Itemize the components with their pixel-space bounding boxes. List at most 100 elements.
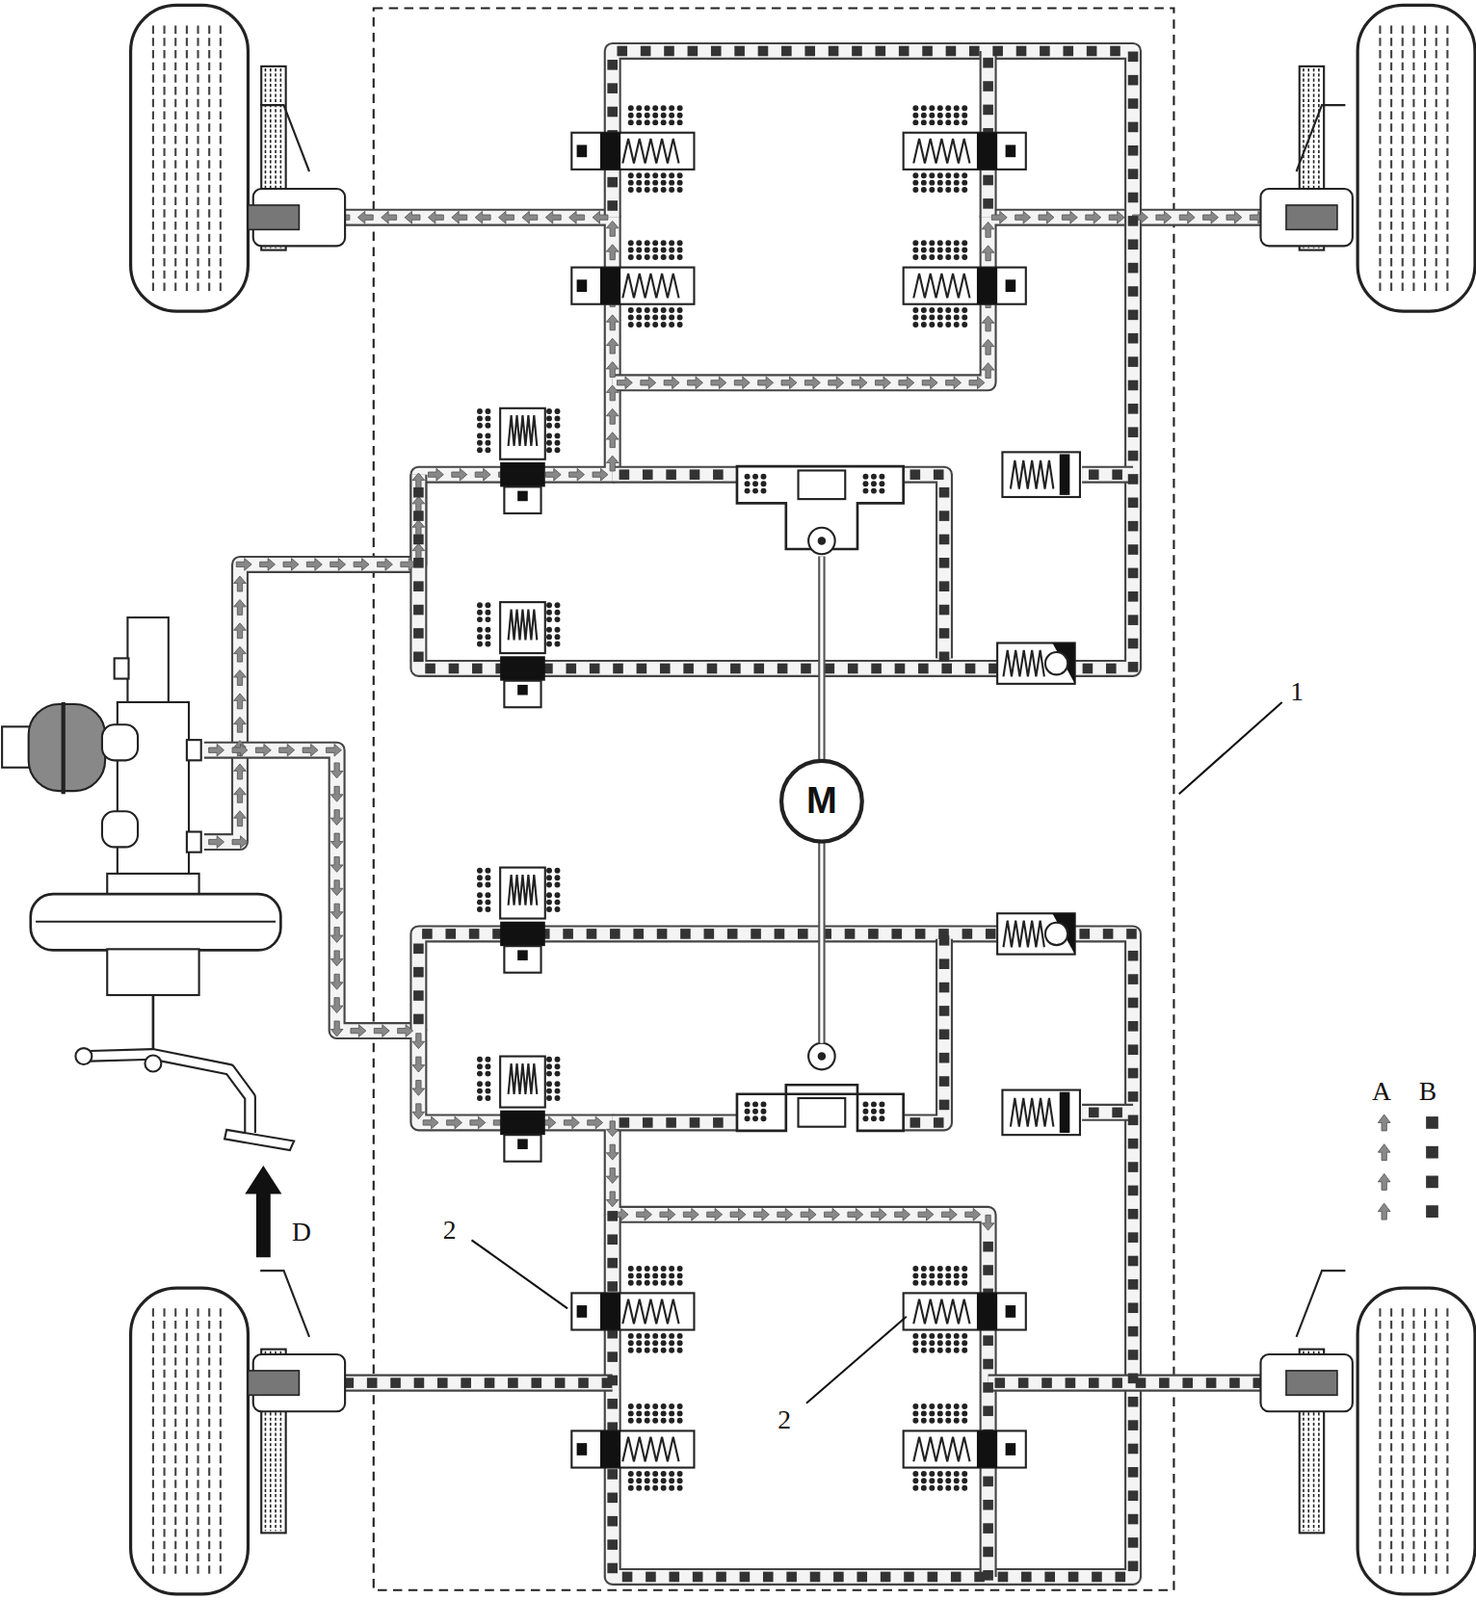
coil-dot bbox=[677, 1333, 684, 1340]
low-pressure-mark bbox=[982, 1241, 994, 1253]
pressure-flow-arrow bbox=[326, 743, 343, 757]
coil-dot bbox=[912, 186, 919, 193]
coil-dot bbox=[862, 488, 869, 495]
pipe-outline bbox=[418, 933, 1134, 1577]
coil-dot bbox=[652, 1403, 659, 1410]
coil-dot bbox=[961, 1272, 968, 1279]
coil-dot bbox=[554, 609, 561, 616]
low-pressure-mark bbox=[786, 1572, 797, 1583]
callout-number: 2 bbox=[775, 1406, 793, 1436]
pressure-flow-arrow bbox=[1108, 210, 1125, 224]
pressure-flow-arrow bbox=[330, 998, 343, 1014]
coil-dot bbox=[554, 432, 561, 439]
coil-dot bbox=[668, 172, 675, 179]
coil-dot bbox=[546, 906, 553, 913]
low-pressure-mark bbox=[619, 1117, 631, 1129]
pressure-flow-arrow bbox=[234, 576, 247, 592]
pressure-flow-arrow bbox=[330, 558, 346, 572]
valve-plunger bbox=[500, 922, 546, 947]
low-pressure-mark bbox=[1111, 469, 1123, 480]
coil-dot bbox=[644, 1471, 651, 1477]
low-pressure-mark bbox=[586, 928, 598, 940]
low-pressure-mark bbox=[950, 1572, 962, 1583]
pressure-flow-arrow bbox=[330, 763, 343, 779]
pressure-flow-arrow bbox=[234, 764, 247, 780]
solenoid-valve bbox=[571, 267, 694, 305]
tyre bbox=[131, 1288, 249, 1595]
coil-dot bbox=[635, 112, 642, 119]
coil-dot bbox=[945, 119, 951, 126]
coil-dot bbox=[546, 609, 553, 616]
coil-dot bbox=[484, 1063, 491, 1070]
low-pressure-mark bbox=[891, 928, 902, 940]
low-pressure-mark bbox=[1068, 1572, 1080, 1583]
low-pressure-mark bbox=[910, 469, 922, 480]
coil-dot bbox=[961, 321, 968, 328]
coil-dot bbox=[476, 432, 483, 439]
force-label: D bbox=[289, 1218, 314, 1248]
coil-dot bbox=[677, 180, 684, 186]
coil-dot bbox=[878, 1115, 885, 1122]
coil-dot bbox=[628, 1403, 634, 1410]
coil-dot bbox=[912, 1333, 919, 1340]
low-pressure-mark bbox=[1128, 450, 1139, 462]
coil-dot bbox=[961, 1471, 968, 1477]
coil-dot bbox=[862, 1108, 869, 1115]
low-pressure-mark bbox=[939, 534, 950, 546]
pressure-flow-arrow bbox=[659, 1208, 676, 1221]
pipe-outline bbox=[337, 1374, 613, 1393]
low-pressure-mark bbox=[933, 1117, 945, 1129]
coil-dot bbox=[921, 1340, 927, 1346]
coil-dot bbox=[554, 1095, 561, 1102]
low-pressure-mark bbox=[1128, 75, 1139, 86]
pump-eccentric bbox=[808, 527, 836, 555]
low-pressure-mark bbox=[1088, 469, 1100, 480]
low-pressure-mark bbox=[982, 105, 994, 116]
pressure-flow-arrow bbox=[606, 1121, 619, 1137]
coil-dot bbox=[484, 415, 491, 422]
coil-dot bbox=[644, 172, 651, 179]
coil-dot bbox=[476, 882, 483, 889]
pressure-flow-arrow bbox=[357, 210, 373, 224]
pipe-outline bbox=[612, 466, 740, 484]
valve-spring bbox=[1010, 460, 1054, 490]
coil-dot bbox=[660, 321, 667, 328]
valve-spring bbox=[622, 1437, 679, 1462]
coil-dot bbox=[862, 1101, 869, 1107]
low-pressure-mark bbox=[680, 928, 691, 940]
coil-dot bbox=[476, 1056, 483, 1063]
pressure-flow-arrow bbox=[606, 315, 619, 331]
pressure-flow-arrow bbox=[800, 1208, 817, 1221]
coil-dot bbox=[644, 239, 651, 246]
pressure-flow-arrow bbox=[234, 716, 247, 733]
coil-dot bbox=[668, 1333, 675, 1340]
legend-sample-arrow bbox=[1377, 1203, 1391, 1220]
low-pressure-mark bbox=[774, 928, 786, 940]
coil-dot bbox=[928, 1471, 935, 1477]
pressure-flow-arrow bbox=[330, 786, 343, 802]
coil-dot bbox=[928, 112, 935, 119]
drawing-part bbox=[114, 658, 130, 679]
motor-circle-shape bbox=[781, 761, 863, 843]
pressure-flow-arrow bbox=[330, 927, 343, 944]
coil-dot bbox=[744, 488, 751, 495]
pressure-flow-arrow bbox=[730, 1208, 746, 1221]
coil-dot bbox=[652, 1347, 659, 1354]
low-pressure-mark bbox=[642, 469, 654, 480]
coil-dot bbox=[628, 1418, 634, 1424]
low-pressure-mark bbox=[562, 928, 574, 940]
coil-dot bbox=[677, 321, 684, 328]
coil-dot bbox=[752, 480, 759, 487]
low-pressure-mark bbox=[1128, 1186, 1139, 1197]
tread bbox=[208, 25, 211, 290]
pressure-flow-arrow bbox=[606, 432, 619, 449]
tread bbox=[1446, 25, 1449, 290]
valve-spring bbox=[508, 874, 538, 906]
low-pressure-mark bbox=[689, 1117, 701, 1129]
coil-dot bbox=[668, 105, 675, 111]
coil-dot bbox=[870, 1115, 877, 1122]
low-pressure-mark bbox=[606, 1493, 618, 1504]
low-pressure-mark bbox=[606, 1281, 618, 1292]
coil-dot bbox=[921, 1280, 927, 1287]
